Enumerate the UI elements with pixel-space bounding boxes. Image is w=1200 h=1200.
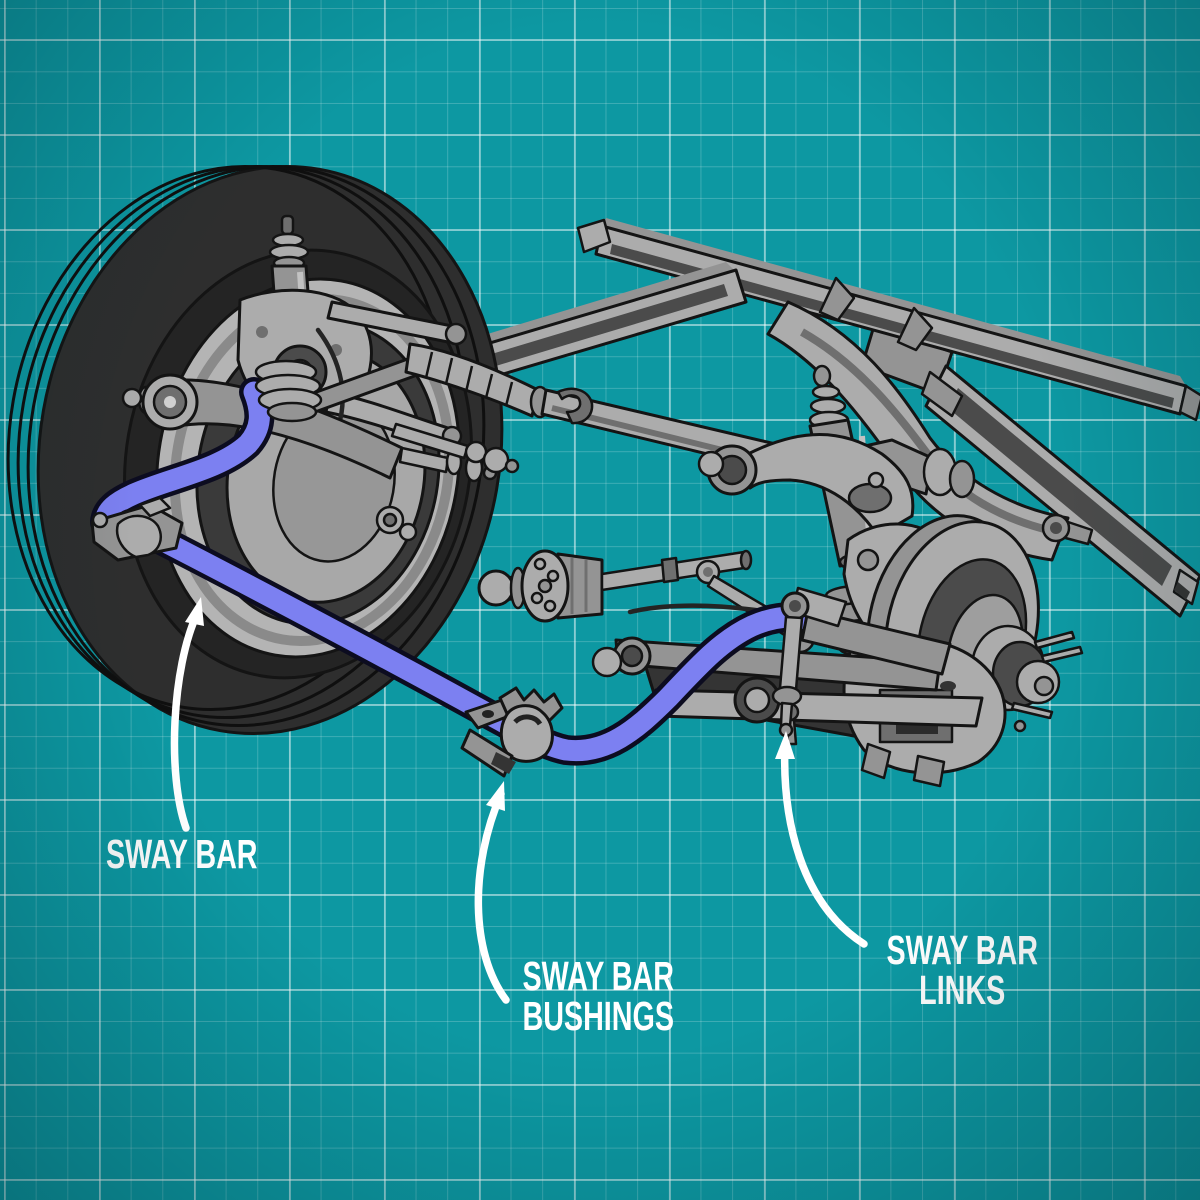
sway-bar-arrow xyxy=(170,597,204,832)
label-links-line2: LINKS xyxy=(918,967,1006,1013)
sway-bar xyxy=(90,377,833,766)
label-bushings-line1: SWAY BAR xyxy=(522,953,674,999)
wheel-stud xyxy=(1033,630,1076,650)
links-arrow xyxy=(775,731,868,948)
label-bushings-line2: BUSHINGS xyxy=(522,993,674,1039)
cv-boot xyxy=(404,342,540,418)
callout-arrows xyxy=(170,597,868,1004)
tie-rod xyxy=(326,300,454,344)
sway-bar-end-bracket xyxy=(90,496,184,562)
label-sway-bar: SWAY BAR xyxy=(106,831,322,877)
sway-bar-link-group xyxy=(771,586,952,738)
label-sway-bar-text: SWAY BAR xyxy=(106,831,258,877)
label-links-line1: SWAY BAR xyxy=(886,927,1038,973)
label-sway-bar-bushings: SWAY BAR BUSHINGS xyxy=(448,953,748,1039)
rear-lower-arms xyxy=(591,636,984,746)
cv-axle xyxy=(477,549,753,623)
strut-boot xyxy=(254,359,323,423)
steering-rack-and-axle xyxy=(298,342,976,654)
bushings-arrow xyxy=(474,781,510,1004)
strut-stem xyxy=(280,214,295,236)
sway-bar-link xyxy=(771,591,810,738)
upper-control-arm xyxy=(697,433,915,538)
label-sway-bar-links: SWAY BAR LINKS xyxy=(812,927,1112,1013)
right-suspension xyxy=(591,364,1084,788)
wheel-stud xyxy=(1010,701,1054,720)
frame-rails xyxy=(368,218,1200,618)
sway-bar-bushing-bracket xyxy=(460,686,564,778)
wheel-stud xyxy=(1040,645,1084,664)
brake-rotor xyxy=(866,514,1084,745)
